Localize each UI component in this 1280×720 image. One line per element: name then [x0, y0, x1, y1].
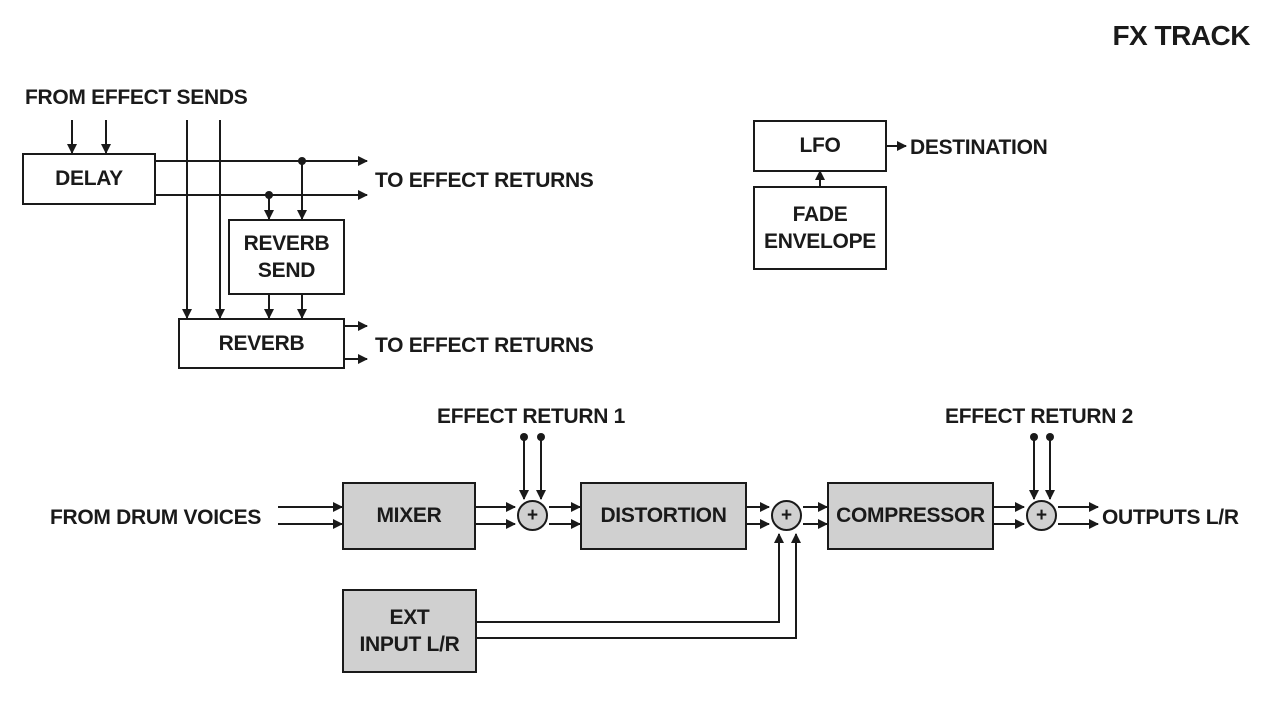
delay-block: DELAY [22, 153, 156, 205]
reverb-send-block: REVERB SEND [228, 219, 345, 295]
ext-input-label-line2: INPUT L/R [359, 633, 460, 656]
junction-dot [265, 191, 273, 199]
destination-label: DESTINATION [910, 136, 1048, 159]
ext-in-2 [476, 533, 801, 639]
junction-dot [298, 157, 306, 165]
ext-in-1 [476, 533, 784, 623]
lfo-block: LFO [753, 120, 887, 172]
delay-block-label: DELAY [55, 167, 123, 191]
to-effect-returns-label-reverb: TO EFFECT RETURNS [375, 334, 594, 357]
ext-input-label-line1: EXT [389, 605, 430, 629]
effect-return-1-label: EFFECT RETURN 1 [437, 405, 626, 428]
summing-node-1: + [517, 500, 548, 531]
return1-terminal-dot [537, 433, 545, 441]
reverb-block-label: REVERB [218, 331, 305, 355]
distortion-block: DISTORTION [580, 482, 747, 550]
summing-node-2: + [771, 500, 802, 531]
reverb-send-label-line2: SEND [257, 259, 316, 282]
effect-return-2-label: EFFECT RETURN 2 [945, 405, 1134, 428]
to-effect-returns-label-delay: TO EFFECT RETURNS [375, 169, 594, 192]
return1-terminal-dot [520, 433, 528, 441]
fade-envelope-label-line2: ENVELOPE [764, 230, 876, 253]
outputs-label: OUTPUTS L/R [1102, 506, 1239, 529]
compressor-block-label: COMPRESSOR [836, 504, 985, 528]
ext-input-block: EXT INPUT L/R [342, 589, 477, 673]
compressor-block: COMPRESSOR [827, 482, 994, 550]
return2-terminal-dot [1030, 433, 1038, 441]
distortion-block-label: DISTORTION [600, 504, 727, 528]
fade-envelope-label-line1: FADE [792, 202, 848, 226]
from-effect-sends-label: FROM EFFECT SENDS [25, 86, 248, 109]
return2-terminal-dot [1046, 433, 1054, 441]
reverb-block: REVERB [178, 318, 345, 369]
reverb-send-label-line1: REVERB [243, 231, 330, 255]
from-drum-voices-label: FROM DRUM VOICES [50, 506, 262, 529]
mixer-block: MIXER [342, 482, 476, 550]
lfo-block-label: LFO [799, 134, 841, 158]
page-title: FX TRACK [1112, 20, 1250, 51]
mixer-block-label: MIXER [376, 504, 442, 528]
fade-envelope-block: FADE ENVELOPE [753, 186, 887, 270]
summing-node-3: + [1026, 500, 1057, 531]
